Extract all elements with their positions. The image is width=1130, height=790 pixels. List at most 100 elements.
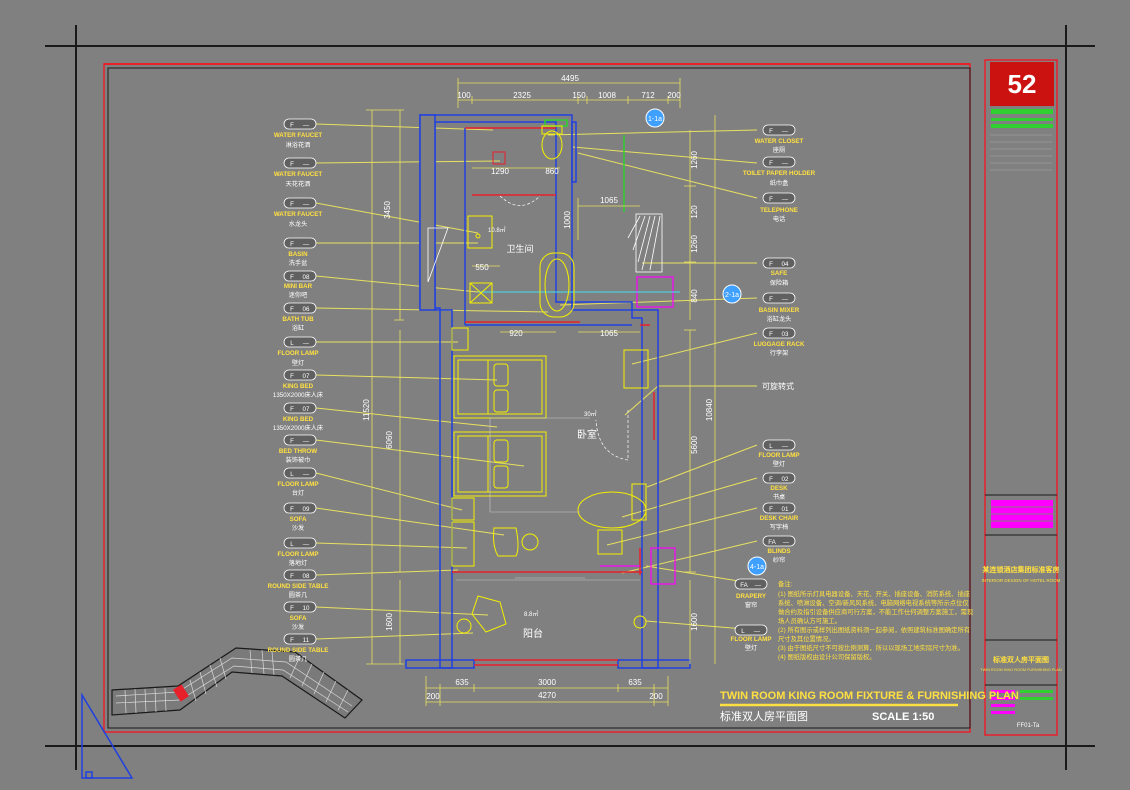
svg-text:浴缸: 浴缸	[292, 324, 304, 332]
room-area-bath: 10.8㎡	[488, 226, 506, 234]
callout-water-closet: F — WATER CLOSET 座厕	[755, 124, 804, 154]
note-line: 做合约及指引设备供应商可行方案，不能工作仕何调整方案施工，需现	[778, 607, 974, 616]
inner-frame	[103, 63, 971, 733]
room-label-bedroom: 卧室	[577, 428, 597, 441]
red-accents	[452, 127, 655, 575]
note-line: (1) 图纸所示灯具电器设备、天花、开关、插座设备、消防系统、插座	[778, 589, 970, 598]
callout-floor-lamp-table: L — FLOOR LAMP 台灯	[278, 467, 318, 497]
svg-text:FA: FA	[740, 582, 748, 589]
callout-luggage-rack: F 03 LUGGAGE RACK 行李架	[754, 327, 805, 357]
dim-bottom-seg: 200	[649, 692, 663, 701]
svg-text:保险箱: 保险箱	[770, 279, 789, 287]
svg-text:DRAPERY: DRAPERY	[736, 593, 767, 600]
dim-left-6060: 6060	[385, 431, 394, 449]
dim-bottom-seg: 3000	[538, 678, 556, 687]
svg-text:L: L	[290, 471, 294, 478]
svg-text:06: 06	[303, 306, 310, 313]
svg-text:BATH TUB: BATH TUB	[282, 316, 314, 323]
callout-water-faucet-shower: F — WATER FAUCET 淋浴花洒	[274, 118, 322, 149]
dim-top-seg: 200	[667, 91, 681, 100]
svg-text:DESK CHAIR: DESK CHAIR	[760, 515, 799, 522]
svg-text:DESK: DESK	[770, 485, 788, 492]
dim-550: 550	[475, 263, 489, 272]
callout-blinds: FA — BLINDS 纱帘	[762, 535, 796, 564]
svg-text:F: F	[769, 128, 773, 135]
svg-text:F: F	[769, 196, 773, 203]
svg-text:—: —	[782, 296, 789, 303]
callout-drapery: FA — DRAPERY 窗帘	[734, 578, 768, 609]
svg-text:BASIN: BASIN	[288, 251, 308, 258]
note-line: 系统、喷淋设备、空调/新风风系统、电脑网络电视系统等所示点位仅	[778, 598, 969, 607]
svg-text:FLOOR LAMP: FLOOR LAMP	[731, 636, 772, 643]
svg-text:装饰被巾: 装饰被巾	[286, 456, 311, 464]
callout-bed-throw: F — BED THROW 装饰被巾	[279, 434, 317, 464]
svg-text:SOFA: SOFA	[290, 516, 307, 523]
note-line: 场人员确认方可施工。	[778, 616, 841, 625]
svg-text:—: —	[782, 196, 789, 203]
dim-right-1600: 1600	[690, 613, 699, 631]
svg-text:—: —	[782, 128, 789, 135]
dim-top-seg: 1008	[598, 91, 616, 100]
room-label-balcony: 阳台	[523, 627, 543, 640]
outer-frame	[45, 25, 1095, 770]
rotate-note: 可旋转式	[762, 381, 794, 391]
svg-text:—: —	[303, 471, 310, 478]
svg-text:F: F	[290, 506, 294, 513]
svg-text:壁灯: 壁灯	[745, 644, 757, 652]
svg-text:行李架: 行李架	[770, 349, 789, 357]
svg-text:FLOOR LAMP: FLOOR LAMP	[278, 350, 319, 357]
svg-text:L: L	[741, 628, 745, 635]
key-plan	[111, 647, 363, 719]
dim-top-seg: 150	[572, 91, 586, 100]
notes-heading: 备注:	[778, 579, 793, 588]
callout-sofa-1: F 09 SOFA 沙发	[283, 502, 317, 532]
door-swings	[499, 195, 629, 461]
dim-right-1260: 1260	[690, 151, 699, 169]
svg-text:电话: 电话	[773, 215, 785, 223]
svg-text:—: —	[303, 241, 310, 248]
leader-lines	[315, 123, 758, 640]
dim-920: 920	[509, 329, 523, 338]
svg-text:MINI BAR: MINI BAR	[284, 283, 313, 290]
svg-text:F: F	[290, 161, 294, 168]
svg-text:SOFA: SOFA	[290, 615, 307, 622]
svg-text:圆茶几: 圆茶几	[289, 591, 308, 599]
svg-text:F: F	[290, 605, 294, 612]
callout-desk: F 02 DESK 书桌	[762, 472, 796, 501]
svg-text:纸巾盒: 纸巾盒	[770, 179, 789, 187]
dim-right-1260: 1260	[690, 235, 699, 253]
callout-king-bed-2: F 07 KING BED 1350X2000床人床	[273, 402, 323, 432]
drawing-name-cn: 标准双人房平面图	[992, 655, 1049, 664]
svg-text:落地灯: 落地灯	[289, 559, 308, 567]
svg-text:F: F	[769, 296, 773, 303]
svg-text:F: F	[290, 573, 294, 580]
svg-text:窗帘: 窗帘	[745, 601, 757, 609]
svg-text:BLINDS: BLINDS	[767, 548, 790, 555]
svg-text:—: —	[303, 340, 310, 347]
svg-text:ROUND SIDE TABLE: ROUND SIDE TABLE	[268, 583, 329, 590]
svg-text:淋浴花洒: 淋浴花洒	[286, 141, 311, 149]
svg-text:F: F	[290, 438, 294, 445]
svg-text:08: 08	[303, 573, 310, 580]
svg-text:圆茶几: 圆茶几	[289, 655, 308, 663]
room-labels: 卫生间 10.8㎡ 卧室 30㎡ 阳台 8.8㎡ 可旋转式	[488, 226, 794, 640]
svg-text:天花花洒: 天花花洒	[286, 180, 311, 188]
dim-top-seg: 2325	[513, 91, 531, 100]
svg-text:—: —	[782, 160, 789, 167]
svg-text:08: 08	[303, 274, 310, 281]
callout-sofa-2: F 10 SOFA 沙发	[283, 601, 317, 631]
section-marker-label: 4-1a	[750, 564, 764, 571]
svg-text:沙发: 沙发	[292, 623, 304, 631]
svg-text:—: —	[782, 443, 789, 450]
callout-desk-chair: F 01 DESK CHAIR 写字椅	[760, 502, 799, 531]
svg-text:书桌: 书桌	[773, 493, 785, 501]
svg-text:BASIN MIXER: BASIN MIXER	[759, 307, 800, 314]
svg-text:FLOOR LAMP: FLOOR LAMP	[759, 452, 800, 459]
svg-text:BED THROW: BED THROW	[279, 448, 317, 455]
dim-bottom-seg: 200	[426, 692, 440, 701]
room-area-balcony: 8.8㎡	[524, 610, 538, 618]
svg-text:纱帘: 纱帘	[773, 556, 785, 564]
dim-left-11520: 11520	[362, 399, 371, 421]
ucs-icon	[81, 692, 134, 779]
